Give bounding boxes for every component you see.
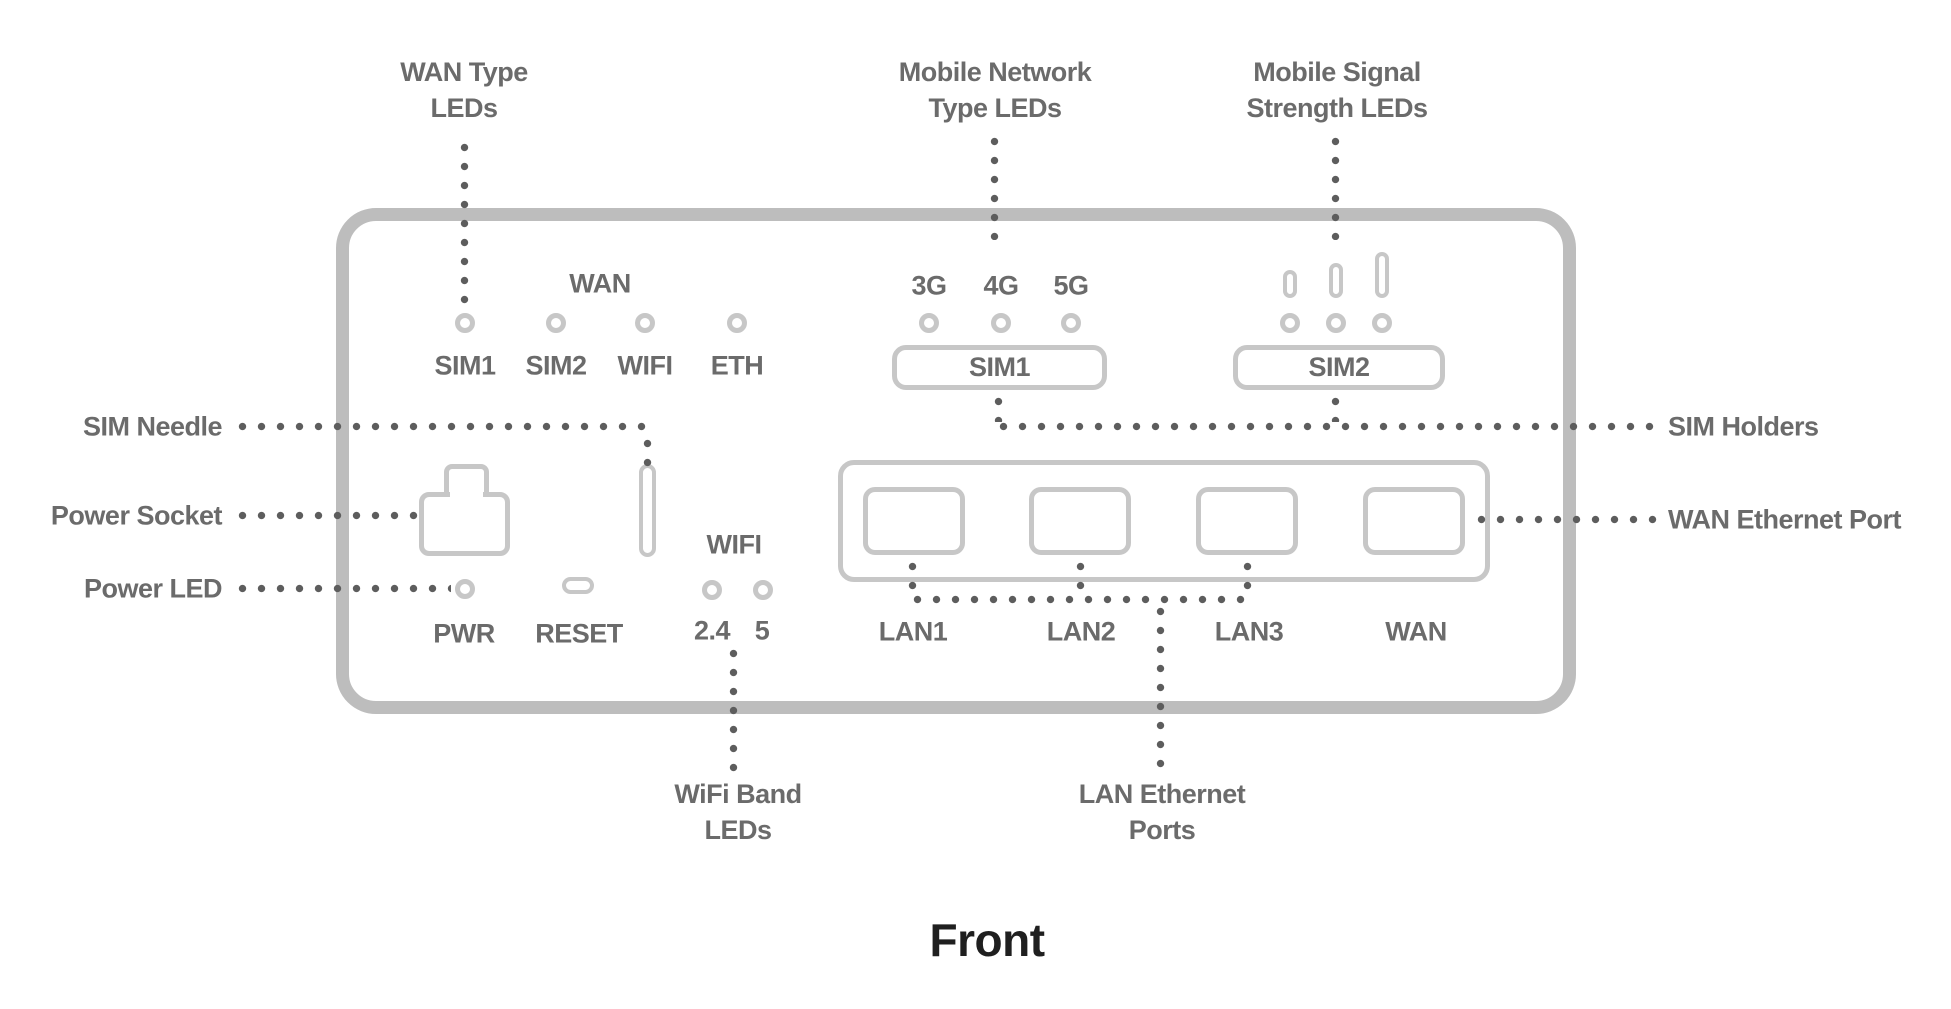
wan-type-leds-callout: WAN Type LEDs bbox=[400, 57, 528, 123]
wifi-heading: WIFI bbox=[706, 529, 762, 560]
leader-lan3-v bbox=[1243, 557, 1252, 597]
leader-sim-holders-h bbox=[994, 422, 1660, 431]
wan-heading: WAN bbox=[569, 268, 631, 299]
power-socket-callout: Power Socket bbox=[50, 500, 223, 531]
pwr-label: PWR bbox=[433, 618, 495, 649]
leader-lan1-v bbox=[908, 557, 917, 597]
leader-sim1-holder-v bbox=[994, 392, 1003, 422]
wan-led-label-eth: ETH bbox=[710, 350, 764, 381]
sim1-holder: SIM1 bbox=[892, 345, 1107, 390]
reset-label: RESET bbox=[535, 618, 623, 649]
sim-needle-callout: SIM Needle bbox=[82, 411, 223, 442]
mobile-signal-strength-callout: Mobile Signal Strength LEDs bbox=[1246, 57, 1428, 123]
wan-led-label-sim2: SIM2 bbox=[525, 350, 587, 381]
reset-button[interactable] bbox=[562, 577, 594, 594]
power-socket-joint bbox=[450, 492, 483, 501]
wifi-band-label-24: 2.4 bbox=[693, 615, 731, 646]
leader-mobile-signal bbox=[1331, 132, 1340, 240]
wifi-band-label-5: 5 bbox=[754, 615, 770, 646]
signal-bar-small-icon bbox=[1283, 270, 1297, 298]
wan-port[interactable] bbox=[1363, 487, 1465, 555]
mobile-type-4g-led-icon bbox=[991, 313, 1011, 333]
lan3-port[interactable] bbox=[1196, 487, 1298, 555]
signal-led-1-icon bbox=[1280, 313, 1300, 333]
power-socket-tab bbox=[444, 464, 489, 497]
wan-sim2-led-icon bbox=[546, 313, 566, 333]
leader-lan-descender bbox=[1156, 602, 1165, 774]
power-socket-shape bbox=[419, 492, 510, 556]
wan-led-label-wifi: WIFI bbox=[617, 350, 673, 381]
port-label-lan2: LAN2 bbox=[1046, 616, 1116, 647]
leader-wan-ethernet bbox=[1472, 515, 1660, 524]
leader-sim2-holder-v bbox=[1331, 392, 1340, 422]
leader-sim-needle-h bbox=[233, 422, 647, 431]
port-label-lan1: LAN1 bbox=[878, 616, 948, 647]
power-led-callout: Power LED bbox=[83, 573, 223, 604]
wifi-band-leds-callout: WiFi Band LEDs bbox=[674, 779, 802, 845]
port-label-lan3: LAN3 bbox=[1214, 616, 1284, 647]
page-title: Front bbox=[929, 914, 1045, 966]
mobile-type-label-5g: 5G bbox=[1053, 270, 1089, 301]
lan1-port[interactable] bbox=[863, 487, 965, 555]
lan2-port[interactable] bbox=[1029, 487, 1131, 555]
wifi-24-led-icon bbox=[702, 580, 722, 600]
sim-holders-callout: SIM Holders bbox=[1668, 411, 1819, 442]
mobile-type-5g-led-icon bbox=[1061, 313, 1081, 333]
leader-sim-needle-v bbox=[643, 434, 652, 468]
leader-power-socket bbox=[233, 511, 419, 520]
wan-led-label-sim1: SIM1 bbox=[434, 350, 496, 381]
sim2-holder: SIM2 bbox=[1233, 345, 1445, 390]
mobile-type-label-3g: 3G bbox=[911, 270, 947, 301]
sim-needle-shape bbox=[639, 464, 656, 557]
wifi-5-led-icon bbox=[753, 580, 773, 600]
signal-led-2-icon bbox=[1326, 313, 1346, 333]
lan-ethernet-ports-callout: LAN Ethernet Ports bbox=[1078, 779, 1246, 845]
mobile-network-type-callout: Mobile Network Type LEDs bbox=[898, 57, 1092, 123]
sim2-holder-label: SIM2 bbox=[1308, 352, 1370, 382]
signal-bar-medium-icon bbox=[1329, 263, 1343, 298]
leader-lan2-v bbox=[1076, 557, 1085, 597]
wan-wifi-led-icon bbox=[635, 313, 655, 333]
wan-sim1-led-icon bbox=[455, 313, 475, 333]
mobile-type-3g-led-icon bbox=[919, 313, 939, 333]
signal-led-3-icon bbox=[1372, 313, 1392, 333]
leader-power-led bbox=[233, 584, 451, 593]
leader-wan-type bbox=[460, 138, 469, 310]
wan-ethernet-port-callout: WAN Ethernet Port bbox=[1668, 504, 1902, 535]
signal-bar-large-icon bbox=[1375, 252, 1389, 298]
power-led-icon bbox=[455, 579, 475, 599]
wan-eth-led-icon bbox=[727, 313, 747, 333]
sim1-holder-label: SIM1 bbox=[968, 352, 1031, 382]
leader-lan-h bbox=[908, 595, 1252, 604]
leader-wifi-band bbox=[729, 644, 738, 774]
leader-mobile-network bbox=[990, 132, 999, 240]
port-label-wan: WAN bbox=[1385, 616, 1447, 647]
mobile-type-label-4g: 4G bbox=[983, 270, 1019, 301]
